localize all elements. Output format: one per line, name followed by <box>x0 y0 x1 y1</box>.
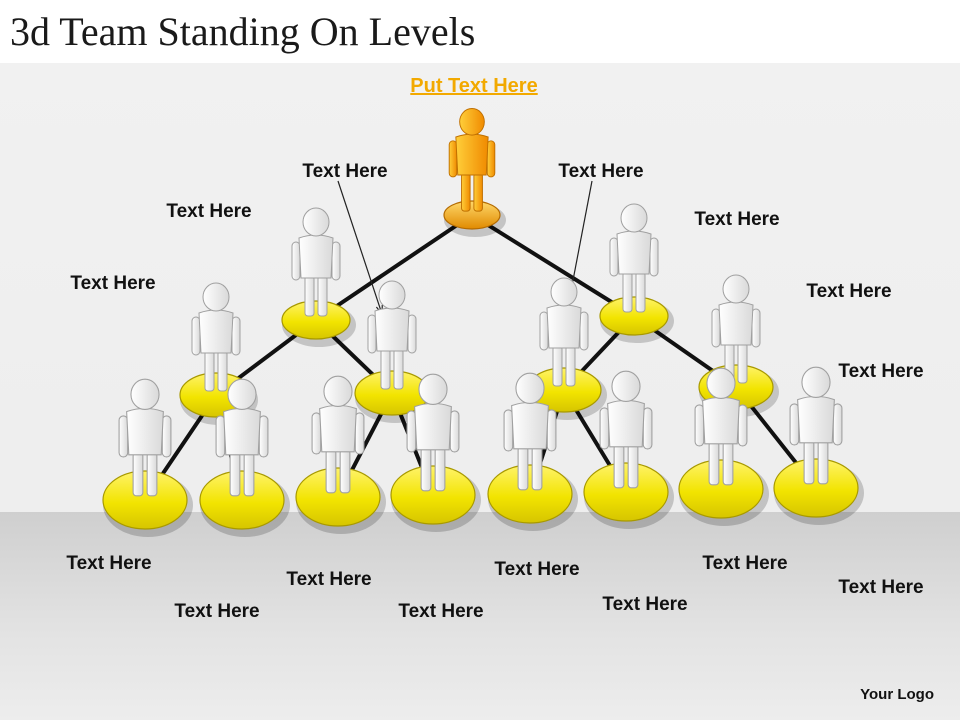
person-icon <box>191 282 241 392</box>
level-disc <box>281 300 351 340</box>
label-bottom-6: Text Here <box>602 594 688 615</box>
person-icon <box>503 372 557 491</box>
page-title: 3d Team Standing On Levels <box>10 9 476 54</box>
person-icon <box>789 366 843 485</box>
label-bottom-2: Text Here <box>174 601 260 622</box>
pointer-arrow-1 <box>569 180 593 297</box>
person-icon <box>406 373 460 492</box>
floor-band <box>0 512 960 720</box>
label-left-upper: Text Here <box>166 201 252 222</box>
connector-line-1 <box>470 213 636 318</box>
leader-disc <box>443 200 501 230</box>
level-disc <box>487 464 573 524</box>
team-member-1 <box>281 207 356 347</box>
label-bottom-8: Text Here <box>838 577 924 598</box>
person-icon <box>539 277 589 387</box>
label-bottom-7: Text Here <box>702 553 788 574</box>
label-bottom-5: Text Here <box>494 559 580 580</box>
label-top-right: Text Here <box>558 161 644 182</box>
level-disc <box>583 462 669 522</box>
label-bottom-4: Text Here <box>398 601 484 622</box>
person-icon <box>599 370 653 489</box>
person-icon <box>215 378 269 497</box>
team-member-2 <box>599 203 674 343</box>
person-icon <box>311 375 365 494</box>
label-bottom-1: Text Here <box>66 553 152 574</box>
person-icon <box>694 367 748 486</box>
team-member-13 <box>678 367 769 526</box>
pointer-arrow-0 <box>337 180 383 315</box>
team-member-12 <box>583 370 674 529</box>
person-icon <box>367 280 417 390</box>
label-left-middle: Text Here <box>70 273 156 294</box>
team-member-10 <box>390 373 481 532</box>
connector-line-0 <box>314 213 474 322</box>
person-icon <box>711 274 761 384</box>
level-disc <box>199 470 285 530</box>
person-icon <box>609 203 659 313</box>
person-icon <box>291 207 341 317</box>
subtitle-link[interactable]: Put Text Here <box>410 75 538 97</box>
person-icon <box>448 108 496 212</box>
team-member-11 <box>487 372 578 531</box>
team-member-8 <box>199 378 290 537</box>
team-member-14 <box>773 366 864 525</box>
label-right-upper: Text Here <box>694 209 780 230</box>
team-member-6 <box>698 274 779 417</box>
level-disc <box>773 458 859 518</box>
level-disc <box>678 459 764 519</box>
level-disc <box>102 470 188 530</box>
level-disc <box>295 467 381 527</box>
logo-text: Your Logo <box>860 686 934 703</box>
label-right-middle: Text Here <box>806 281 892 302</box>
label-bottom-3: Text Here <box>286 569 372 590</box>
label-right-lower: Text Here <box>838 361 924 382</box>
team-member-4 <box>354 280 435 423</box>
team-member-9 <box>295 375 386 534</box>
level-disc <box>390 465 476 525</box>
level-disc <box>599 296 669 336</box>
person-icon <box>118 378 172 497</box>
leader-figure <box>443 108 506 237</box>
label-top-left: Text Here <box>302 161 388 182</box>
team-member-7 <box>102 378 193 537</box>
